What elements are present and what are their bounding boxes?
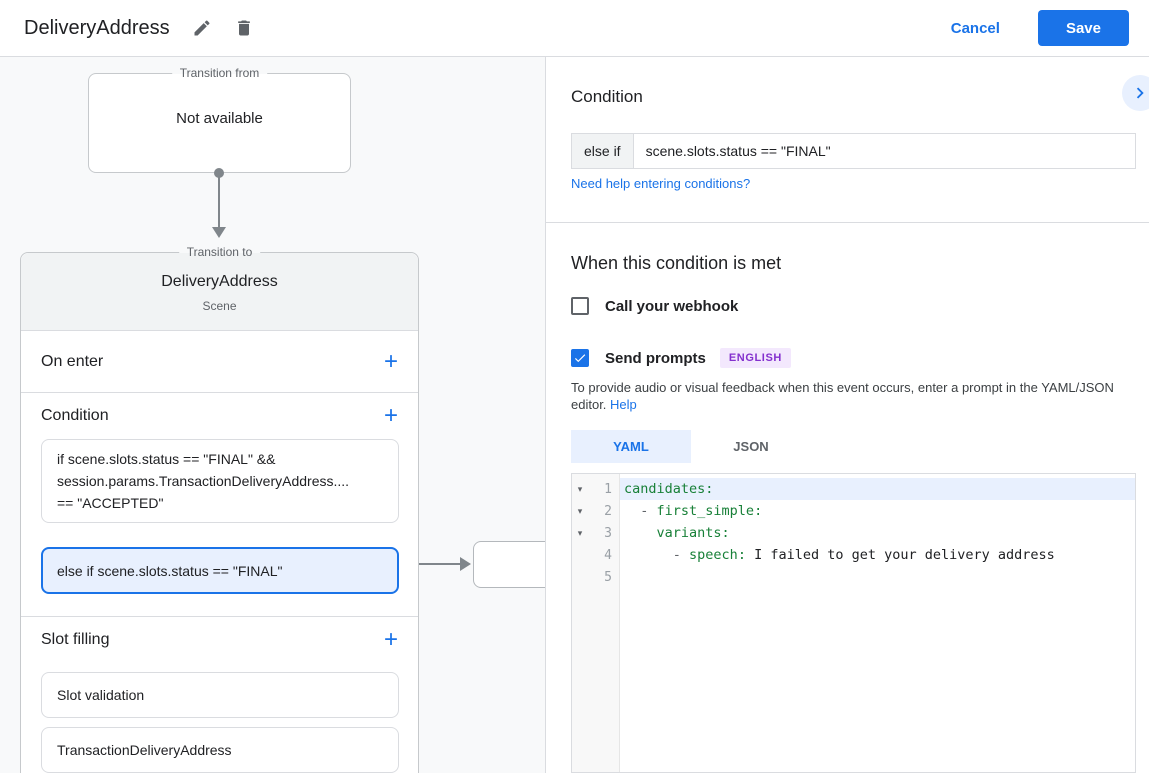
app-header: DeliveryAddress Cancel Save (0, 0, 1149, 57)
line-number: 4 (604, 547, 612, 563)
condition-prefix: else if (572, 134, 634, 168)
transition-to-label: Transition to (178, 245, 261, 260)
fold-icon[interactable]: ▾ (577, 527, 583, 538)
language-badge: ENGLISH (719, 348, 791, 368)
slot-item-validation[interactable]: Slot validation (41, 672, 399, 718)
editor-format-tabs: YAML JSON (571, 430, 811, 463)
panel-title: Condition (571, 87, 643, 106)
send-prompts-row: Send prompts ENGLISH (571, 348, 791, 368)
prompt-description: To provide audio or visual feedback when… (571, 380, 1114, 412)
tab-yaml[interactable]: YAML (571, 430, 691, 463)
tab-json[interactable]: JSON (733, 439, 769, 454)
condition-expression-row: else if (571, 133, 1136, 169)
call-webhook-label: Call your webhook (605, 297, 739, 315)
transition-from-content: Not available (176, 110, 263, 127)
condition-section: Condition + if scene.slots.status == "FI… (21, 393, 418, 617)
line-number: 2 (604, 503, 612, 519)
webhook-row: Call your webhook (571, 297, 738, 315)
condition-section-label: Condition (41, 407, 109, 424)
line-number: 5 (604, 569, 612, 585)
chevron-right-icon (1136, 87, 1144, 99)
scene-name: DeliveryAddress (161, 273, 278, 290)
conditions-help-link[interactable]: Need help entering conditions? (571, 176, 751, 191)
add-on-enter-button plus-icon[interactable]: + (383, 347, 398, 375)
cancel-button[interactable]: Cancel (950, 19, 1000, 37)
condition-item-if[interactable]: if scene.slots.status == "FINAL" && sess… (41, 439, 399, 523)
code-line: - speech: I failed to get your delivery … (672, 547, 1055, 563)
code-line: - first_simple: (640, 503, 763, 519)
edit-title-button[interactable] (192, 18, 212, 38)
slot-filling-section: Slot filling + Slot validation Transacti… (21, 617, 418, 773)
collapse-panel-button[interactable] (1122, 75, 1149, 111)
fold-icon[interactable]: ▾ (577, 505, 583, 516)
code-line (620, 566, 1135, 588)
on-enter-section: On enter + (21, 331, 418, 393)
fold-icon[interactable]: ▾ (577, 483, 583, 494)
send-prompts-checkbox[interactable] (571, 349, 589, 367)
condition-expression-input[interactable] (633, 134, 1135, 168)
add-slot-button plus-icon[interactable]: + (383, 626, 398, 653)
transition-from-label: Transition from (171, 66, 268, 81)
save-button[interactable]: Save (1037, 10, 1129, 46)
on-enter-label: On enter (41, 352, 104, 370)
line-number: 3 (604, 525, 612, 541)
trash-icon (237, 20, 250, 36)
condition-detail-panel: Condition else if Need help entering con… (546, 57, 1149, 773)
line-number: 1 (604, 481, 612, 497)
scene-card: Transition to DeliveryAddress Scene On e… (20, 245, 419, 773)
delete-scene-button[interactable] (234, 18, 254, 38)
page-title: DeliveryAddress (24, 16, 170, 39)
slot-item-transaction-delivery-address[interactable]: TransactionDeliveryAddress (41, 727, 399, 773)
scene-diagram-canvas: Transition from Not available Transition… (0, 57, 546, 773)
section-divider (546, 222, 1149, 223)
help-link[interactable]: Help (610, 397, 637, 412)
scene-card-header: DeliveryAddress Scene (21, 253, 418, 331)
pencil-icon (194, 20, 210, 36)
call-webhook-checkbox[interactable] (571, 297, 589, 315)
editor-gutter: ▾ 1 ▾ 2 ▾ 3 4 5 (572, 474, 620, 772)
transition-target-node[interactable] (473, 541, 545, 588)
checkmark-icon (574, 354, 586, 363)
scene-type-label: Scene (202, 299, 237, 313)
add-condition-button plus-icon[interactable]: + (383, 402, 398, 429)
editor-code-area[interactable]: candidates: - first_simple: variants: - … (620, 474, 1135, 772)
condition-item-elseif-selected[interactable]: else if scene.slots.status == "FINAL" (41, 547, 399, 594)
send-prompts-label: Send prompts (605, 349, 706, 367)
when-condition-met-title: When this condition is met (571, 253, 782, 273)
code-line: candidates: (620, 478, 1135, 500)
yaml-code-editor: ▾ 1 ▾ 2 ▾ 3 4 5 candidates: - first_sim (571, 473, 1136, 773)
code-line: variants: (656, 525, 730, 541)
slot-filling-label: Slot filling (41, 631, 110, 648)
transition-from-node: Transition from Not available (88, 66, 351, 173)
